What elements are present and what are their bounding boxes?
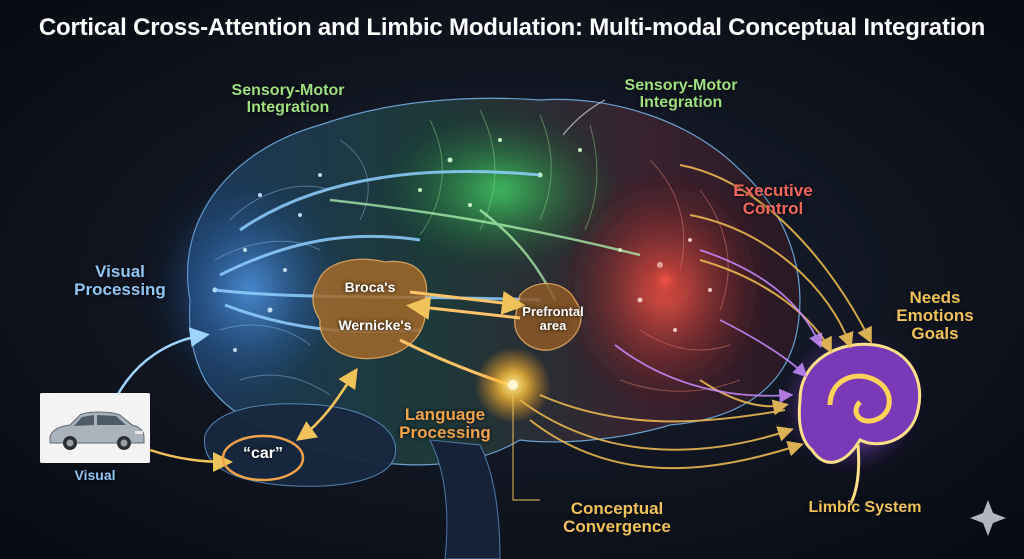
label-line: Emotions [896,305,974,325]
label-sensory-motor-right: Sensory-Motor Integration [606,77,756,112]
label-brocas: Broca's [344,279,396,295]
label-line: Executive [733,181,813,200]
label-line: area [539,317,567,333]
label-line: Sensory-Motor [624,77,738,94]
prefrontal-area [514,282,582,351]
label-line: Convergence [563,516,671,536]
label-line: Processing [74,279,166,299]
limbic-system [782,332,922,506]
label-prefrontal-area: Prefrontal area [518,305,588,332]
label-visual-caption: Visual [74,467,116,483]
label-visual-processing: Visual Processing [60,263,180,299]
label-line: Sensory-Motor [231,82,345,99]
label-line: Integration [639,93,723,111]
label-car-word: “car” [242,445,284,462]
label-conceptual-convergence: Conceptual Convergence [542,500,692,536]
label-line: Prefrontal [522,304,584,319]
leader-sensory-motor-right [562,99,606,136]
label-line: Needs [909,288,961,307]
label-language-processing: Language Processing [385,406,505,442]
page-title: Cortical Cross-Attention and Limbic Modu… [38,14,986,41]
sparkle-icon [970,500,1006,536]
label-needs-emotions-goals: Needs Emotions Goals [880,289,990,343]
label-sensory-motor-left: Sensory-Motor Integration [218,82,358,117]
label-line: Conceptual [570,499,664,518]
car-word-ellipse [221,434,305,482]
label-line: Visual [95,262,145,281]
label-line: Processing [399,422,491,442]
leader-convergence [512,390,540,501]
brainstem [429,439,501,559]
visual-input-arrows [113,327,210,401]
label-line: Integration [246,98,330,116]
limbic-connections [519,164,872,470]
label-limbic-system: Limbic System [808,499,922,516]
label-wernickes: Wernicke's [338,317,412,333]
car-photo [40,393,150,463]
language-area [312,258,428,360]
label-line: Control [742,198,804,218]
label-line: Language [404,405,486,424]
label-executive-control: Executive Control [718,182,828,218]
label-line: Goals [911,323,959,343]
